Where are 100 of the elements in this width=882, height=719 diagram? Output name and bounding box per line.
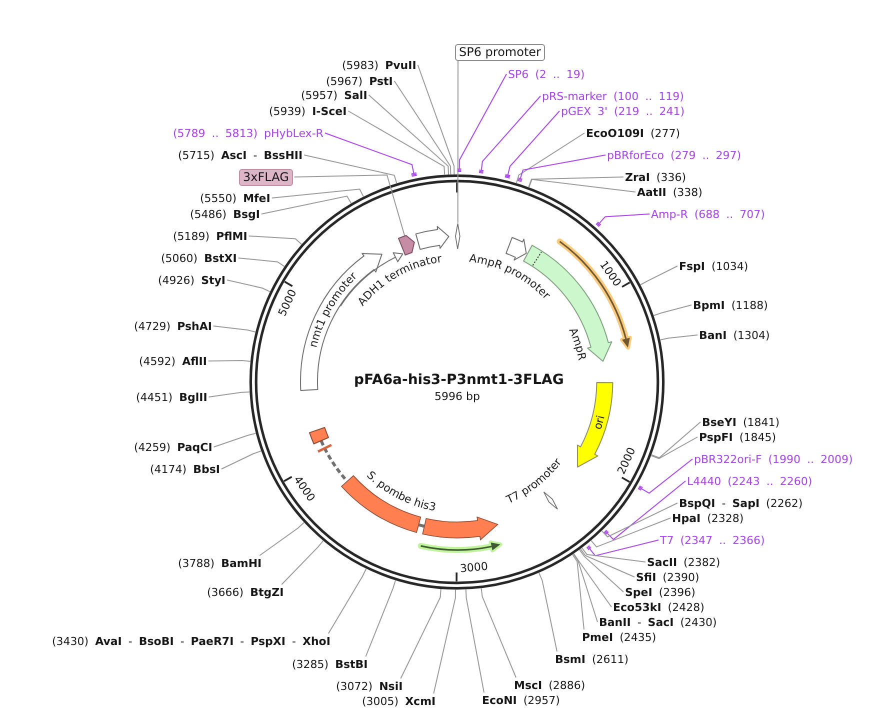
restriction-site-label: FspI (1034) bbox=[679, 260, 748, 272]
leader-line bbox=[586, 540, 659, 556]
restriction-site-label: (3666) BtgZI bbox=[207, 586, 284, 598]
primer-label: pGEX 3' (219 .. 241) bbox=[561, 104, 685, 118]
leader-line bbox=[638, 458, 693, 494]
restriction-site-label: BanII - SacI (2430) bbox=[599, 616, 717, 628]
restriction-site-label: (5967) PstI bbox=[326, 74, 393, 88]
leader-line bbox=[226, 280, 270, 292]
leader-line bbox=[400, 588, 442, 679]
primer-label: (5789 .. 5813) pHybLex-R bbox=[173, 126, 324, 140]
feature-callout: SP6 promoter bbox=[455, 44, 545, 60]
leader-line bbox=[528, 176, 624, 188]
leader-line bbox=[304, 154, 398, 184]
leader-line bbox=[328, 568, 367, 634]
dashed-connector bbox=[320, 440, 348, 482]
restriction-site-label: (4729) PshAI bbox=[134, 320, 212, 332]
restriction-site-label: BseYI (1841) bbox=[702, 416, 780, 428]
leader-line bbox=[640, 266, 678, 286]
restriction-site-label: (5189) PflMI bbox=[173, 230, 248, 242]
leader-line bbox=[538, 572, 558, 652]
restriction-site-label: (4259) PaqCI bbox=[134, 440, 212, 454]
plasmid-length: 5996 bp bbox=[434, 390, 480, 402]
leader-line bbox=[368, 94, 450, 175]
restriction-site-label: (5486) BsgI bbox=[190, 208, 260, 220]
restriction-site-label: (3005) XcmI bbox=[362, 694, 436, 708]
leader-line bbox=[590, 518, 671, 548]
leader-line bbox=[348, 110, 446, 176]
scale-label: 2000 bbox=[615, 445, 638, 476]
primer-label: L4440 (2243 .. 2260) bbox=[687, 474, 812, 488]
scale-label: 3000 bbox=[459, 561, 488, 576]
leader-line bbox=[281, 540, 324, 585]
promoter-marker bbox=[454, 222, 462, 250]
restriction-site-label: (5715) AscI - BssHII bbox=[178, 148, 303, 162]
restriction-site-label: (3788) BamHI bbox=[178, 556, 262, 570]
leader-line bbox=[596, 214, 650, 228]
restriction-site-label: (5939) I-SceI bbox=[269, 104, 347, 118]
scale-label: 5000 bbox=[276, 288, 299, 318]
leader-line bbox=[581, 547, 646, 562]
leader-line bbox=[456, 74, 507, 172]
restriction-site-label: EcoO109I (277) bbox=[586, 126, 680, 140]
restriction-site-label: SpeI (2396) bbox=[625, 586, 696, 598]
restriction-site-label: (4592) AflII bbox=[139, 354, 207, 368]
restriction-site-label: BspQI - SapI (2262) bbox=[679, 496, 803, 510]
leader-line bbox=[480, 588, 516, 678]
leader-line bbox=[271, 188, 364, 198]
restriction-site-label: BpmI (1188) bbox=[693, 298, 768, 312]
leader-line bbox=[573, 553, 612, 608]
restriction-site-label: SfiI (2390) bbox=[636, 570, 700, 584]
leader-line bbox=[660, 334, 698, 340]
restriction-site-label: BanI (1304) bbox=[699, 328, 770, 342]
primer-label: pBRforEco (279 .. 297) bbox=[607, 148, 742, 162]
leader-line bbox=[601, 502, 678, 538]
plasmid-name: pFA6a-his3-P3nmt1-3FLAG bbox=[354, 372, 564, 388]
leader-line bbox=[259, 522, 305, 556]
restriction-site-label: (4926) StyI bbox=[158, 274, 226, 286]
restriction-site-label: (3430) AvaI - BsoBI - PaeR7I - PspXI - XhoI bbox=[52, 634, 330, 648]
leader-line bbox=[260, 196, 352, 214]
leader-line bbox=[394, 80, 452, 175]
leader-line bbox=[604, 480, 686, 540]
restriction-site-label: ZraI (336) bbox=[625, 170, 686, 184]
leader-line bbox=[457, 60, 458, 224]
leader-line bbox=[478, 96, 541, 174]
leader-line bbox=[208, 360, 251, 362]
restriction-site-label: HpaI (2328) bbox=[672, 512, 744, 524]
leader-line bbox=[650, 436, 698, 460]
leader-line bbox=[572, 554, 598, 622]
leader-line bbox=[294, 174, 406, 236]
feature-callout: 3xFLAG bbox=[239, 168, 293, 186]
leader-line bbox=[433, 589, 456, 694]
leader-line bbox=[248, 236, 302, 245]
feature-label: ori bbox=[591, 414, 608, 432]
leader-line bbox=[580, 548, 635, 578]
restriction-site-label: (3072) NsiI bbox=[336, 680, 403, 692]
restriction-site-label: MscI (2886) bbox=[514, 678, 586, 692]
exon-block bbox=[308, 426, 330, 446]
primer-label: Amp-R (688 .. 707) bbox=[651, 208, 765, 220]
restriction-site-label: (4174) BbsI bbox=[150, 462, 220, 476]
leader-line bbox=[324, 132, 418, 177]
restriction-site-label: (5957) SalI bbox=[301, 88, 368, 102]
leader-line bbox=[651, 422, 701, 458]
restriction-site-label: (5983) PvuII bbox=[342, 58, 416, 72]
leader-line bbox=[212, 326, 256, 332]
leader-line bbox=[220, 450, 262, 470]
leader-line bbox=[572, 554, 584, 630]
restriction-site-label: AatII (338) bbox=[637, 186, 702, 198]
leader-line bbox=[528, 178, 636, 192]
restriction-site-label: (4451) BglII bbox=[136, 390, 208, 404]
restriction-site-label: EcoNI (2957) bbox=[482, 694, 560, 706]
leader-line bbox=[579, 549, 624, 592]
restriction-site-label: BsmI (2611) bbox=[555, 652, 629, 666]
leader-line bbox=[517, 154, 606, 182]
leader-line bbox=[238, 258, 285, 267]
restriction-site-label: SacII (2382) bbox=[647, 556, 720, 568]
restriction-site-label: (5060) BstXI bbox=[161, 252, 237, 264]
tag-marker bbox=[397, 234, 416, 256]
primer-label: SP6 (2 .. 19) bbox=[508, 68, 585, 80]
leader-line bbox=[213, 432, 256, 448]
leader-line bbox=[653, 304, 692, 316]
leader-line bbox=[465, 589, 484, 693]
restriction-site-label: Eco53kI (2428) bbox=[613, 600, 704, 614]
